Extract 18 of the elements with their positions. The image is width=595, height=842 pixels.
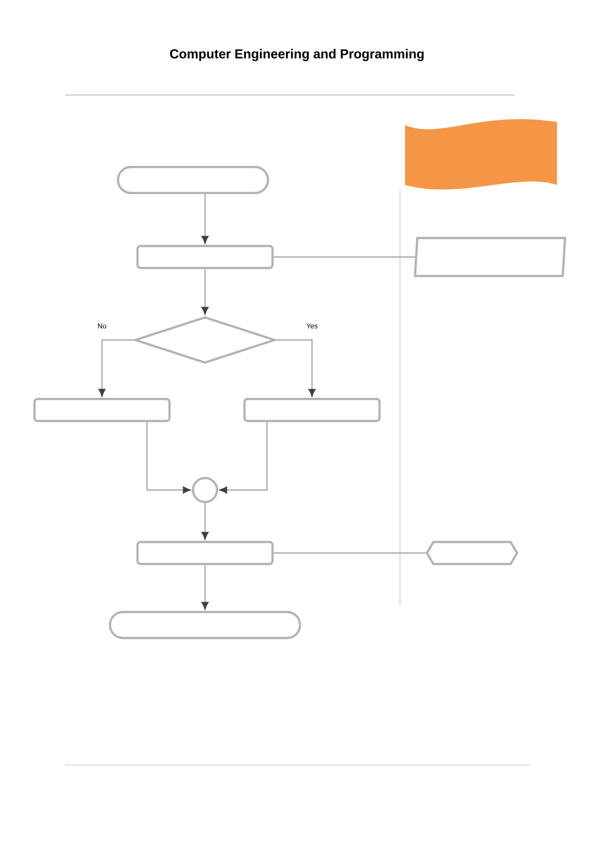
process-box: [243, 398, 381, 422]
arrow: [202, 565, 208, 610]
process-box: [136, 540, 274, 566]
arrow: [220, 422, 268, 494]
arrow: [202, 194, 208, 244]
arrow: [202, 503, 208, 540]
arrow: [276, 339, 316, 396]
connector-circle: [192, 476, 218, 504]
terminal: [116, 166, 270, 194]
process-box: [33, 398, 171, 422]
page-title: Computer Engineering and Programming: [170, 48, 424, 62]
data-parallelogram: [414, 236, 566, 278]
display-shape: [426, 540, 518, 566]
process-box: [136, 244, 274, 270]
arrow: [146, 422, 190, 494]
terminal: [108, 610, 302, 640]
arrow: [202, 269, 208, 314]
arrow: [98, 339, 134, 396]
